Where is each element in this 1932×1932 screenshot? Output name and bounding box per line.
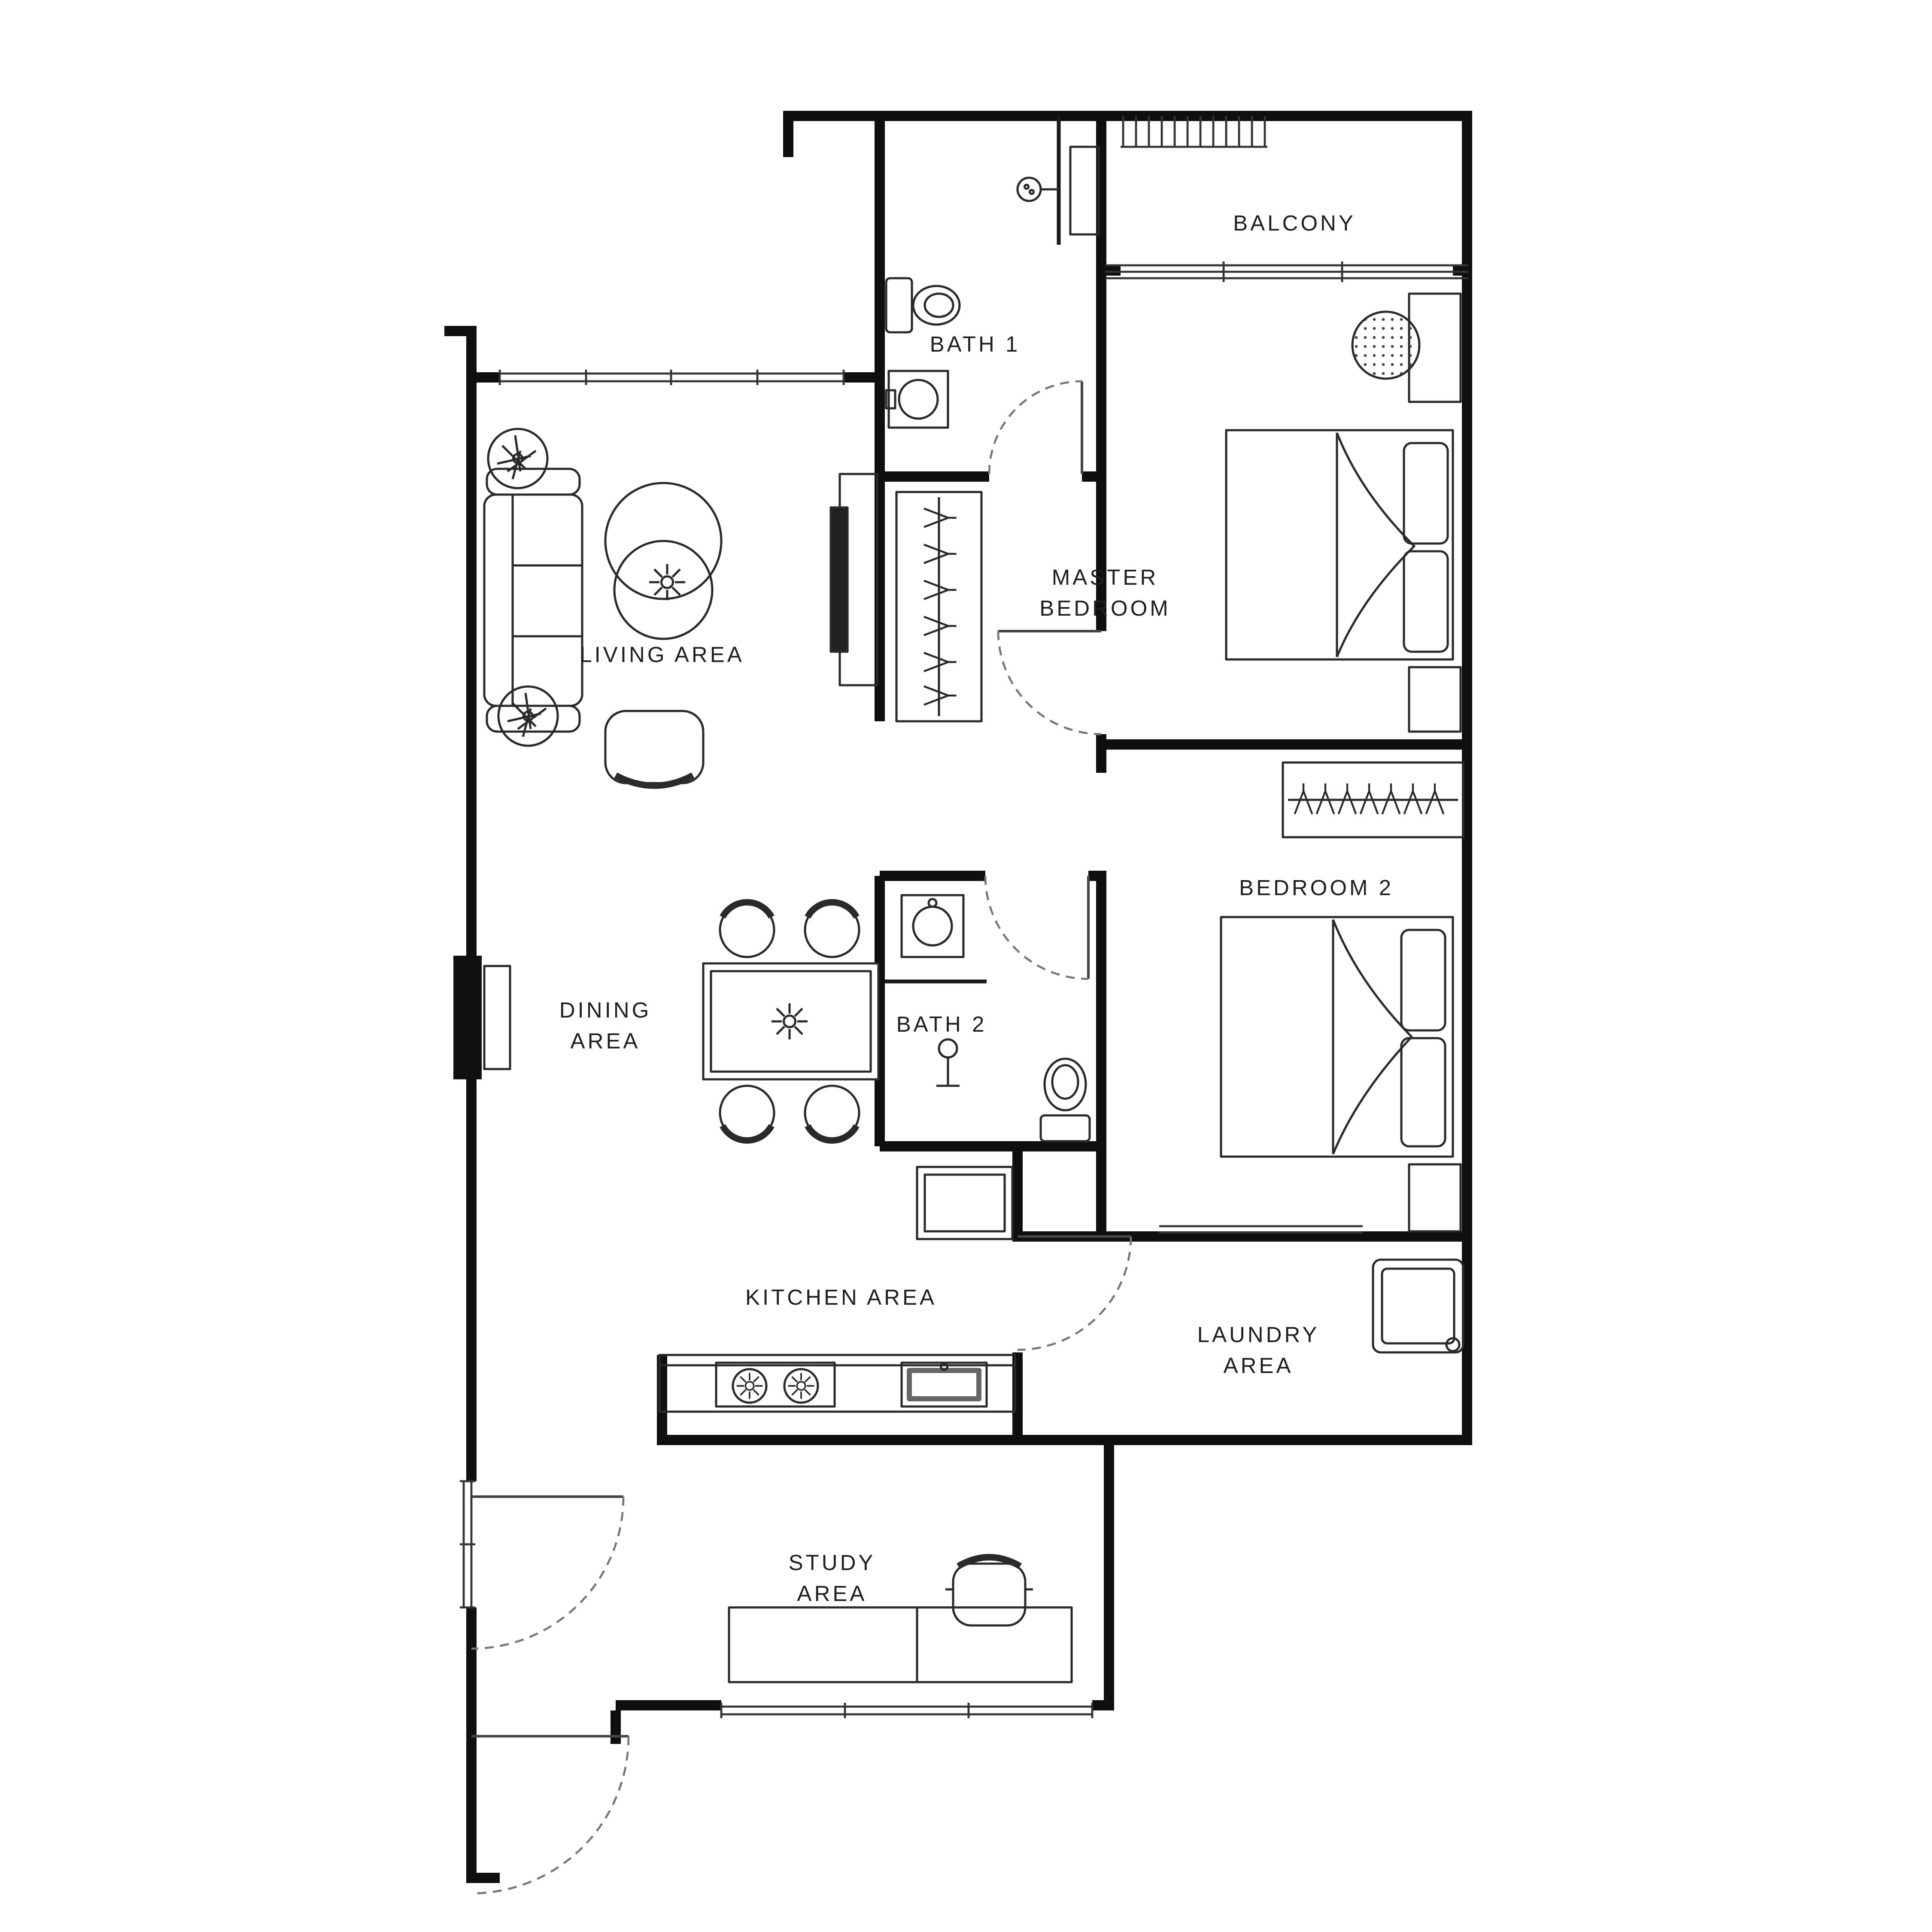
- walls: [444, 111, 1472, 1883]
- bath2-door: [984, 875, 1090, 980]
- bedroom2-threshold: [1159, 1225, 1363, 1234]
- room-labels: BALCONY BATH 1 MASTER BEDROOM LIVING ARE…: [559, 211, 1394, 1606]
- sofa: [483, 468, 583, 733]
- laundry-furniture: [1372, 1258, 1464, 1354]
- left-window: [460, 1480, 475, 1609]
- laundry-area-label-line1: LAUNDRY: [1197, 1322, 1320, 1347]
- column: [453, 956, 482, 1079]
- kitchen-counter: [658, 1354, 1016, 1413]
- laundry-area-label-line2: AREA: [1224, 1353, 1294, 1378]
- shelf-unit: [483, 965, 511, 1070]
- master-bedroom-door: [997, 630, 1102, 735]
- bedroom2-bed: [1220, 916, 1454, 1158]
- sink-icon: [900, 894, 965, 958]
- plant-icon: [498, 687, 558, 746]
- lamp-icon: [1351, 310, 1421, 380]
- bath2-label: BATH 2: [896, 1012, 987, 1036]
- master-bedroom-furniture: [1225, 292, 1462, 733]
- living-area-label: LIVING AREA: [580, 642, 744, 667]
- sink-icon: [885, 370, 949, 429]
- balcony-label: BALCONY: [1233, 211, 1356, 235]
- bath1-door: [988, 380, 1083, 474]
- kitchen-furniture: [658, 1166, 1016, 1413]
- study-window: [720, 1703, 1094, 1718]
- bidet-spray-icon: [936, 1038, 960, 1087]
- windows: [460, 116, 1468, 1718]
- kitchen-sink-icon: [900, 1361, 988, 1408]
- entry-door: [471, 1735, 630, 1895]
- balcony-vent: [1121, 116, 1267, 148]
- desk: [728, 1606, 1073, 1683]
- tv-console: [829, 473, 878, 687]
- stove-icon: [715, 1361, 836, 1408]
- study-furniture: [728, 1554, 1073, 1683]
- master-bedroom-label-line2: BEDROOM: [1039, 596, 1171, 620]
- plant-icon: [488, 429, 547, 488]
- doors: [471, 380, 1132, 1895]
- laundry-door: [1017, 1235, 1132, 1351]
- furniture: [483, 116, 1464, 1683]
- master-bed: [1225, 429, 1454, 661]
- office-chair: [945, 1554, 1033, 1627]
- master-wardrobe: [895, 491, 983, 723]
- bedroom2-furniture: [1220, 761, 1464, 1233]
- bedroom2-label: BEDROOM 2: [1239, 875, 1394, 900]
- coffee-table-rug: [604, 482, 723, 640]
- nightstand: [1408, 1163, 1462, 1233]
- dining-chair: [805, 1086, 859, 1140]
- dining-area-label-line1: DINING: [559, 998, 652, 1022]
- bedroom2-wardrobe: [1282, 761, 1464, 838]
- toilet-icon: [885, 277, 961, 334]
- living-room-furniture: [483, 429, 878, 789]
- study-area-label-line1: STUDY: [789, 1550, 876, 1575]
- shower-shelf: [1069, 146, 1100, 236]
- dining-table: [702, 962, 880, 1081]
- shower-icon: [1016, 116, 1061, 245]
- dining-chair: [805, 902, 859, 957]
- armchair: [604, 710, 705, 789]
- bath1-fixtures: [885, 116, 1100, 429]
- bath2-fixtures: [885, 894, 1091, 1142]
- master-bedroom-label-line1: MASTER: [1052, 565, 1159, 589]
- dining-chair: [720, 1086, 774, 1140]
- bench: [1408, 666, 1462, 733]
- study-door: [471, 1495, 625, 1650]
- dining-area-label-line2: AREA: [571, 1029, 641, 1053]
- study-area-label-line2: AREA: [797, 1581, 867, 1606]
- toilet-icon: [1039, 1057, 1091, 1142]
- bath1-label: BATH 1: [930, 332, 1021, 356]
- fridge: [916, 1166, 1014, 1240]
- dining-furniture: [702, 902, 880, 1141]
- washing-machine-icon: [1372, 1258, 1464, 1354]
- dining-chair: [720, 902, 774, 957]
- balcony-sliding-door: [1105, 261, 1468, 282]
- kitchen-area-label: KITCHEN AREA: [745, 1285, 937, 1309]
- living-window: [498, 370, 845, 385]
